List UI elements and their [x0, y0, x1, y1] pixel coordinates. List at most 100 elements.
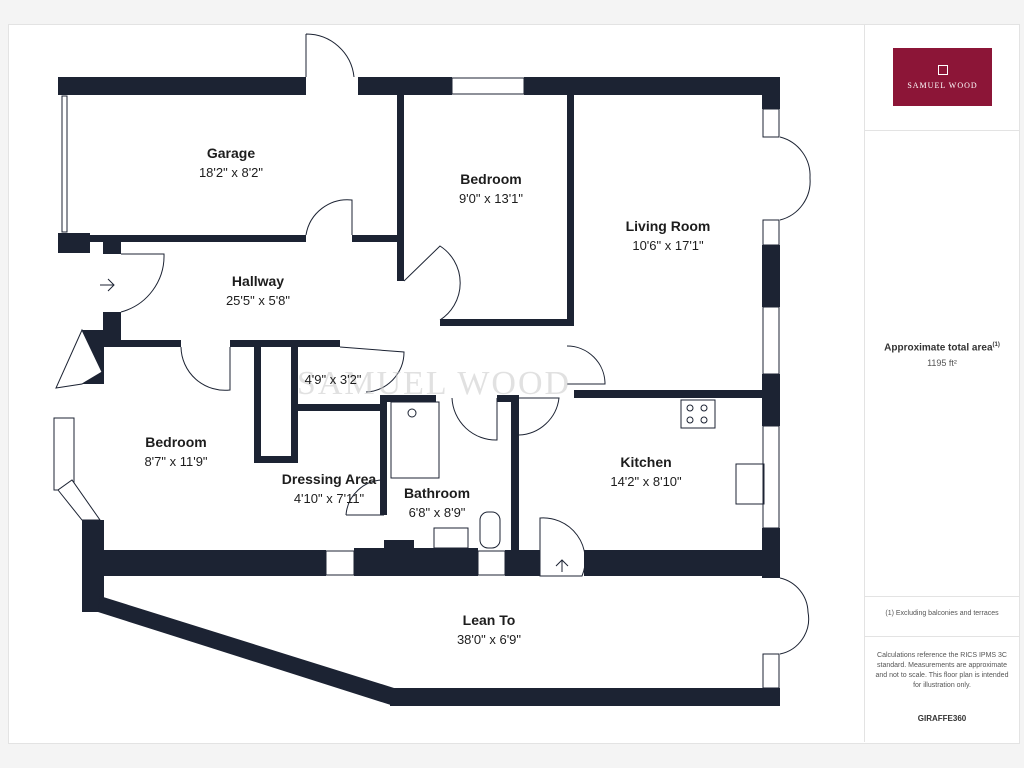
- wall: [497, 395, 519, 402]
- wall: [584, 550, 780, 576]
- wall: [397, 95, 404, 281]
- bedroom1-dims: 9'0" x 13'1": [459, 191, 523, 206]
- wall: [254, 456, 298, 463]
- bathroom-label: Bathroom: [404, 485, 470, 501]
- door-swing: [518, 397, 560, 436]
- sink: [735, 463, 765, 505]
- living-room-label: Living Room: [626, 218, 711, 234]
- garage-door: [61, 95, 68, 233]
- divider: [865, 130, 1019, 131]
- wall: [384, 540, 414, 554]
- bay-window: [53, 417, 75, 491]
- dressing-area-dims: 4'10" x 7'11": [294, 491, 365, 506]
- window: [762, 219, 780, 246]
- bath-drain: [407, 408, 417, 418]
- door-swing: [566, 345, 606, 385]
- wall: [352, 235, 402, 242]
- basin: [433, 527, 469, 549]
- wall: [505, 550, 540, 576]
- kitchen-label: Kitchen: [620, 454, 671, 470]
- floor-plan-drawing: SAMUEL WOOD Garage 18'2" x 8'2" Bedroom …: [53, 33, 811, 706]
- wall: [230, 340, 340, 347]
- windows: [53, 77, 780, 689]
- kitchen-dims: 14'2" x 8'10": [610, 474, 682, 489]
- window: [451, 77, 525, 95]
- wall: [524, 77, 780, 95]
- wall: [58, 233, 90, 253]
- wall: [762, 374, 780, 426]
- lean-to-label: Lean To: [463, 612, 516, 628]
- total-area-label: Approximate total area(1): [873, 342, 1011, 353]
- wall: [574, 390, 780, 398]
- bedroom2-dims: 8'7" x 11'9": [144, 454, 207, 469]
- bay-window: [57, 479, 101, 521]
- wall: [58, 77, 74, 95]
- window: [762, 108, 780, 138]
- window: [762, 306, 780, 375]
- garage-label: Garage: [207, 145, 255, 161]
- window: [762, 653, 780, 689]
- window: [762, 425, 780, 529]
- wall: [762, 245, 780, 307]
- lean-to-dims: 38'0" x 6'9": [457, 632, 521, 647]
- wall: [567, 95, 574, 326]
- door-swing: [305, 199, 353, 236]
- logo-text: SAMUEL WOOD: [907, 80, 978, 90]
- giraffe360-brand: GIRAFFE360: [917, 714, 967, 723]
- calculation-note: Calculations reference the RICS IPMS 3C …: [875, 652, 1009, 689]
- wall: [440, 319, 573, 326]
- wall: [82, 550, 326, 576]
- door-swing: [339, 346, 405, 393]
- door-swing: [345, 479, 385, 516]
- wall: [511, 395, 519, 550]
- wall: [98, 596, 394, 706]
- entrance-arrow-icon: [100, 278, 115, 292]
- hob-ring: [700, 416, 708, 424]
- wall: [58, 77, 306, 95]
- bath: [390, 401, 440, 479]
- hallway-dims: 25'5" x 5'8": [226, 293, 290, 308]
- cupboard-dims: 4'9" x 3'2": [305, 372, 362, 387]
- wall: [103, 312, 121, 340]
- wall: [254, 343, 261, 463]
- window: [477, 550, 506, 576]
- bedroom2-label: Bedroom: [145, 434, 206, 450]
- doors: [120, 33, 811, 655]
- door-swing: [451, 397, 498, 441]
- door-swing: [120, 253, 165, 313]
- door-swing: [305, 33, 355, 78]
- bedroom1-label: Bedroom: [460, 171, 521, 187]
- fixtures: [100, 278, 765, 572]
- wall: [103, 242, 121, 254]
- wall: [291, 343, 298, 463]
- hob: [680, 399, 716, 429]
- total-area-footnote: (1): [992, 342, 1000, 348]
- bay-window: [55, 328, 103, 389]
- wall: [358, 77, 452, 95]
- wall: [380, 395, 387, 515]
- door-swing: [779, 136, 811, 221]
- total-area-label-text: Approximate total area: [884, 342, 993, 354]
- wall: [354, 548, 478, 576]
- watermark: SAMUEL WOOD: [297, 365, 571, 402]
- bathroom-dims: 6'8" x 8'9": [409, 505, 466, 520]
- garage-dims: 18'2" x 8'2": [199, 165, 263, 180]
- exclusion-note: (1) Excluding balconies and terraces: [885, 610, 999, 617]
- living-room-dims: 10'6" x 17'1": [632, 238, 704, 253]
- total-area-value: 1195 ft²: [927, 358, 957, 368]
- info-sidebar: SAMUEL WOOD Approximate total area(1) 11…: [864, 24, 1019, 742]
- toilet: [479, 511, 501, 549]
- divider: [865, 596, 1019, 597]
- samuel-wood-logo: SAMUEL WOOD: [893, 48, 992, 106]
- wall: [103, 340, 181, 347]
- wall: [762, 77, 780, 109]
- logo-mark-icon: [937, 64, 948, 75]
- door-swing: [180, 346, 231, 391]
- wall: [291, 404, 381, 411]
- hob-ring: [700, 404, 708, 412]
- entrance-arrow-icon: [555, 559, 569, 572]
- hob-ring: [686, 404, 694, 412]
- divider: [865, 636, 1019, 637]
- door-swing: [403, 245, 461, 321]
- door-swing: [539, 517, 586, 577]
